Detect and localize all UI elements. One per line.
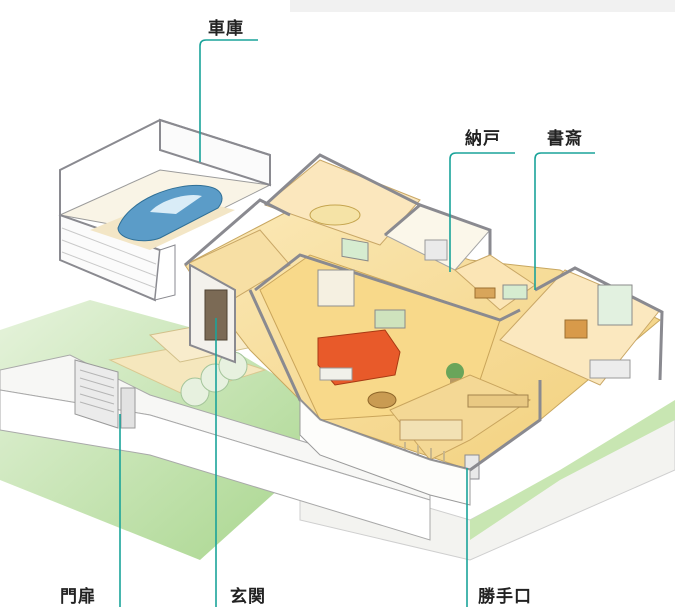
boundary-wall-front	[0, 389, 431, 541]
kitchen-counter	[467, 394, 529, 408]
bed	[309, 204, 361, 226]
living-window	[317, 269, 355, 307]
study-window	[502, 284, 528, 300]
bedroom-floor	[263, 159, 421, 246]
gate-post	[120, 387, 136, 429]
right-room-window	[597, 284, 633, 326]
leader-storage	[449, 152, 515, 272]
garage-slats	[61, 227, 157, 289]
label-back-door: 勝手口	[478, 587, 532, 607]
leader-lines	[119, 39, 595, 607]
armchair	[367, 391, 397, 409]
shrubs	[180, 351, 248, 407]
leader-study	[534, 152, 595, 290]
study-desk	[474, 287, 496, 299]
label-garage: 車庫	[208, 19, 244, 39]
garage-right-wall	[154, 244, 176, 301]
label-storage: 納戸	[465, 129, 501, 149]
garage-frame	[59, 118, 271, 215]
right-room-bed	[589, 359, 631, 379]
gate	[74, 359, 119, 429]
car-window	[150, 194, 202, 214]
plant	[446, 363, 464, 381]
dining-table	[399, 419, 463, 441]
label-entrance: 玄関	[230, 587, 266, 607]
storage-shelf	[424, 239, 448, 261]
living-walls	[254, 253, 521, 322]
coffee-table	[319, 367, 353, 381]
entrance-walls	[184, 198, 291, 267]
leader-garage	[199, 39, 258, 162]
house-front-facade	[299, 398, 471, 506]
living-picture	[374, 309, 406, 329]
bedroom-window	[341, 237, 369, 262]
storage-walls	[384, 203, 492, 255]
top-band	[290, 0, 675, 12]
label-gate: 門扉	[60, 587, 96, 607]
right-room-cabinet	[564, 319, 588, 339]
label-study: 書斎	[547, 129, 583, 149]
lawn-right	[470, 400, 675, 540]
gate-slats	[79, 369, 115, 413]
